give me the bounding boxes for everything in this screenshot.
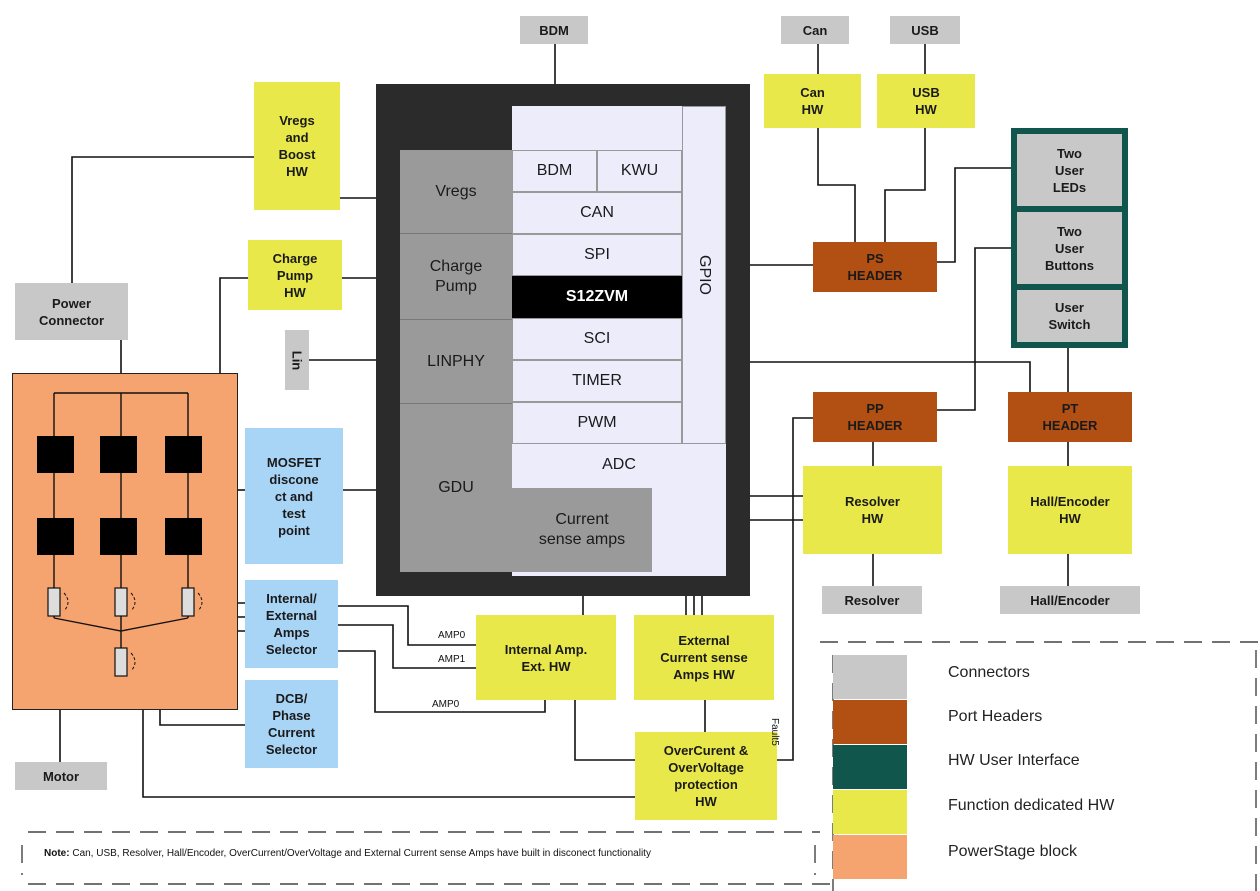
shunt-3 — [181, 587, 195, 617]
user-buttons: Two User Buttons — [1017, 212, 1122, 284]
resolver-hw: Resolver HW — [803, 466, 942, 554]
dcb-phase-current-selector: DCB/ Phase Current Selector — [245, 680, 338, 768]
legend-label-function-dedicated-hw: Function dedicated HW — [948, 797, 1115, 814]
legend-label-hw-user-interface: HW User Interface — [948, 752, 1080, 769]
wire-canhw-ps — [817, 128, 856, 242]
mosfet-6 — [165, 518, 202, 555]
wire-usbhw-ps — [884, 128, 926, 242]
mcu-linphy: LINPHY — [400, 320, 512, 404]
mcu-sci: SCI — [512, 318, 682, 360]
signal-fault5: Fault5 — [769, 718, 780, 746]
wire-intamp-oc — [574, 700, 635, 761]
mcu-current-sense-amps: Current sense amps — [512, 488, 652, 572]
can-hw: Can HW — [764, 74, 861, 128]
mcu-gpio: GPIO — [682, 106, 726, 444]
power-connector: Power Connector — [15, 283, 128, 340]
mosfet-disconnect-test-point: MOSFET discone ct and test point — [245, 428, 343, 564]
mcu-chip-name: S12ZVM — [512, 276, 682, 318]
legend-swatch-hw-user-interface — [833, 745, 907, 789]
wire-vregs-power — [71, 156, 254, 283]
wire-amp0b — [338, 650, 546, 713]
pp-header: PP HEADER — [813, 392, 937, 442]
wire-ps-leds — [937, 167, 1016, 263]
legend-swatch-powerstage-block — [833, 835, 907, 879]
charge-pump-hw: Charge Pump HW — [248, 240, 342, 310]
legend-swatch-function-dedicated-hw — [833, 790, 907, 834]
mcu-pwm: PWM — [512, 402, 682, 444]
footnote-text: Can, USB, Resolver, Hall/Encoder, OverCu… — [69, 848, 651, 859]
pt-header: PT HEADER — [1008, 392, 1132, 442]
internal-amp-ext-hw: Internal Amp. Ext. HW — [476, 615, 616, 700]
power-stage-internals — [37, 392, 203, 677]
signal-amp1: AMP1 — [438, 654, 466, 665]
signal-amp0: AMP0 — [438, 630, 466, 641]
bdm-connector: BDM — [520, 16, 588, 44]
external-current-sense-amps-hw: External Current sense Amps HW — [634, 615, 774, 700]
mcu-adc: ADC — [602, 456, 636, 473]
internal-external-amps-selector: Internal/ External Amps Selector — [245, 580, 338, 668]
wire-amp0 — [338, 605, 476, 646]
mcu-bdm: BDM — [512, 150, 597, 192]
mosfet-1 — [37, 436, 74, 473]
motor-connector: Motor — [15, 762, 107, 790]
wire-pp-buttons — [937, 247, 1016, 411]
mcu-vregs: Vregs — [400, 150, 512, 234]
can-connector: Can — [781, 16, 849, 44]
mcu-can: CAN — [512, 192, 682, 234]
mcu-kwu: KWU — [597, 150, 682, 192]
legend-swatch-port-headers — [833, 700, 907, 744]
legend-label-port-headers: Port Headers — [948, 708, 1043, 725]
shunt-4 — [114, 647, 128, 677]
mosfet-4 — [37, 518, 74, 555]
mosfet-5 — [100, 518, 137, 555]
footnote: Note: Can, USB, Resolver, Hall/Encoder, … — [44, 848, 794, 860]
user-leds: Two User LEDs — [1017, 134, 1122, 206]
footnote-label: Note: — [44, 848, 70, 859]
hall-encoder-hw: Hall/Encoder HW — [1008, 466, 1132, 554]
user-switch: User Switch — [1017, 290, 1122, 342]
overcurrent-overvoltage-protection-hw: OverCurent & OverVoltage protection HW — [635, 732, 777, 820]
mcu-spi: SPI — [512, 234, 682, 276]
shunt-2 — [114, 587, 128, 617]
mcu-gdu: GDU — [400, 404, 512, 572]
lin-connector: Lin — [285, 330, 309, 390]
mcu-timer: TIMER — [512, 360, 682, 402]
wire-fault5 — [777, 417, 813, 761]
signal-amp0-second: AMP0 — [432, 699, 460, 710]
hall-encoder-connector: Hall/Encoder — [1000, 586, 1140, 614]
resolver-connector: Resolver — [822, 586, 922, 614]
mcu-charge-pump: Charge Pump — [400, 234, 512, 320]
legend-swatch-connectors — [833, 655, 907, 699]
legend-label-connectors: Connectors — [948, 664, 1030, 681]
ps-header: PS HEADER — [813, 242, 937, 292]
usb-hw: USB HW — [877, 74, 975, 128]
wire-gpio-pt — [722, 361, 1031, 392]
mosfet-2 — [100, 436, 137, 473]
legend-label-powerstage-block: PowerStage block — [948, 843, 1077, 860]
vregs-boost-hw: Vregs and Boost HW — [254, 82, 340, 210]
wire-amp1 — [338, 624, 476, 669]
mosfet-3 — [165, 436, 202, 473]
wire-stage-oc — [142, 710, 635, 798]
shunt-1 — [47, 587, 61, 617]
usb-connector: USB — [890, 16, 960, 44]
